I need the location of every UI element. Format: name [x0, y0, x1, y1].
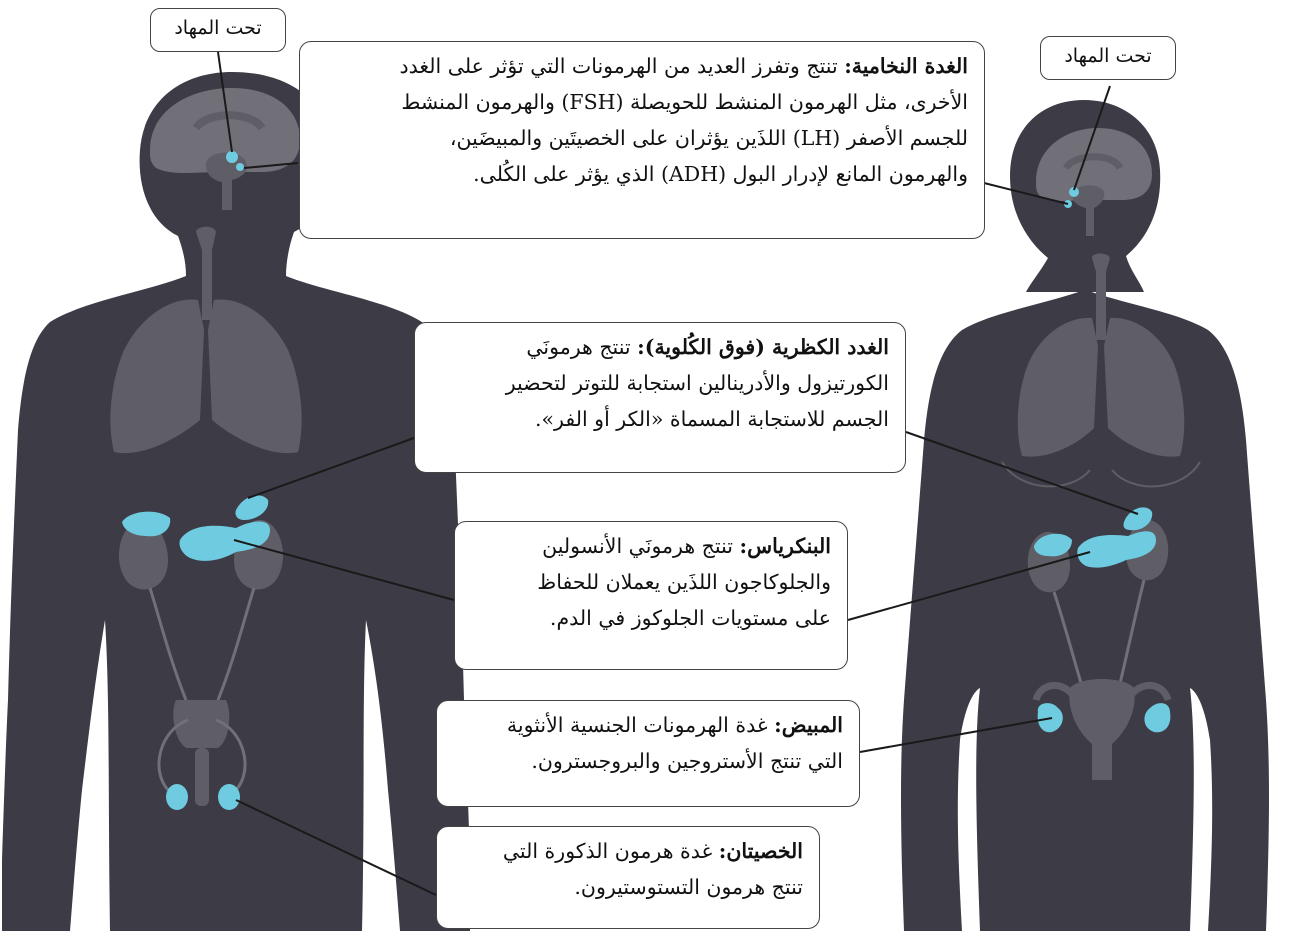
pituitary-text-4: والهرمون المانع لإدرار البول (ADH) الذي … [316, 156, 968, 192]
pituitary-text-3: للجسم الأصفر (LH) اللذَين يؤثران على الخ… [316, 120, 968, 156]
adrenal-line-1: الغدد الكظرية (فوق الكُلوية): تنتج هرمون… [431, 329, 889, 365]
testes-callout: الخصيتان: غدة هرمون الذكورة التي تنتج هر… [436, 826, 820, 929]
adrenal-text-1: تنتج هرمونَي [526, 335, 630, 359]
hypothalamus-label-female: تحت المهاد [1040, 36, 1176, 80]
testes-line-1: الخصيتان: غدة هرمون الذكورة التي [453, 833, 803, 869]
ovary-line-1: المبيض: غدة الهرمونات الجنسية الأنثوية [453, 707, 843, 743]
adrenal-callout: الغدد الكظرية (فوق الكُلوية): تنتج هرمون… [414, 322, 906, 473]
pancreas-callout: البنكرياس: تنتج هرمونَي الأنسولين والجلو… [454, 521, 848, 670]
pancreas-text-1: تنتج هرمونَي الأنسولين [542, 534, 733, 558]
adrenal-text-3: الجسم للاستجابة المسماة «الكر أو الفر». [431, 401, 889, 437]
testes-term: الخصيتان: [719, 839, 803, 863]
ovary-term: المبيض: [774, 713, 843, 737]
pituitary-term: الغدة النخامية: [844, 54, 968, 78]
male-testis-left [166, 784, 188, 810]
ovary-text-1: غدة الهرمونات الجنسية الأنثوية [507, 713, 768, 737]
adrenal-text-2: الكورتيزول والأدرينالين استجابة للتوتر ل… [431, 365, 889, 401]
pituitary-text-2: الأخرى، مثل الهرمون المنشط للحويصلة (FSH… [316, 84, 968, 120]
pituitary-text-1: تنتج وتفرز العديد من الهرمونات التي تؤثر… [400, 54, 838, 78]
pancreas-line-1: البنكرياس: تنتج هرمونَي الأنسولين [471, 528, 831, 564]
pancreas-text-2: والجلوكاجون اللذَين يعملان للحفاظ [471, 564, 831, 600]
male-pituitary [236, 163, 244, 171]
testes-text-1: غدة هرمون الذكورة التي [503, 839, 712, 863]
ovary-callout: المبيض: غدة الهرمونات الجنسية الأنثوية ا… [436, 700, 860, 807]
pituitary-line-1: الغدة النخامية: تنتج وتفرز العديد من اله… [316, 48, 968, 84]
hypothalamus-label-male: تحت المهاد [150, 8, 286, 52]
adrenal-term: الغدد الكظرية (فوق الكُلوية): [637, 335, 889, 359]
male-testis-right [218, 784, 240, 810]
pancreas-term: البنكرياس: [740, 534, 832, 558]
pituitary-callout: الغدة النخامية: تنتج وتفرز العديد من اله… [299, 41, 985, 239]
ovary-text-2: التي تنتج الأستروجين والبروجسترون. [453, 743, 843, 779]
testes-text-2: تنتج هرمون التستوستيرون. [453, 869, 803, 905]
male-hypothalamus [226, 151, 238, 163]
male-penis [195, 748, 209, 806]
pancreas-text-3: على مستويات الجلوكوز في الدم. [471, 600, 831, 636]
